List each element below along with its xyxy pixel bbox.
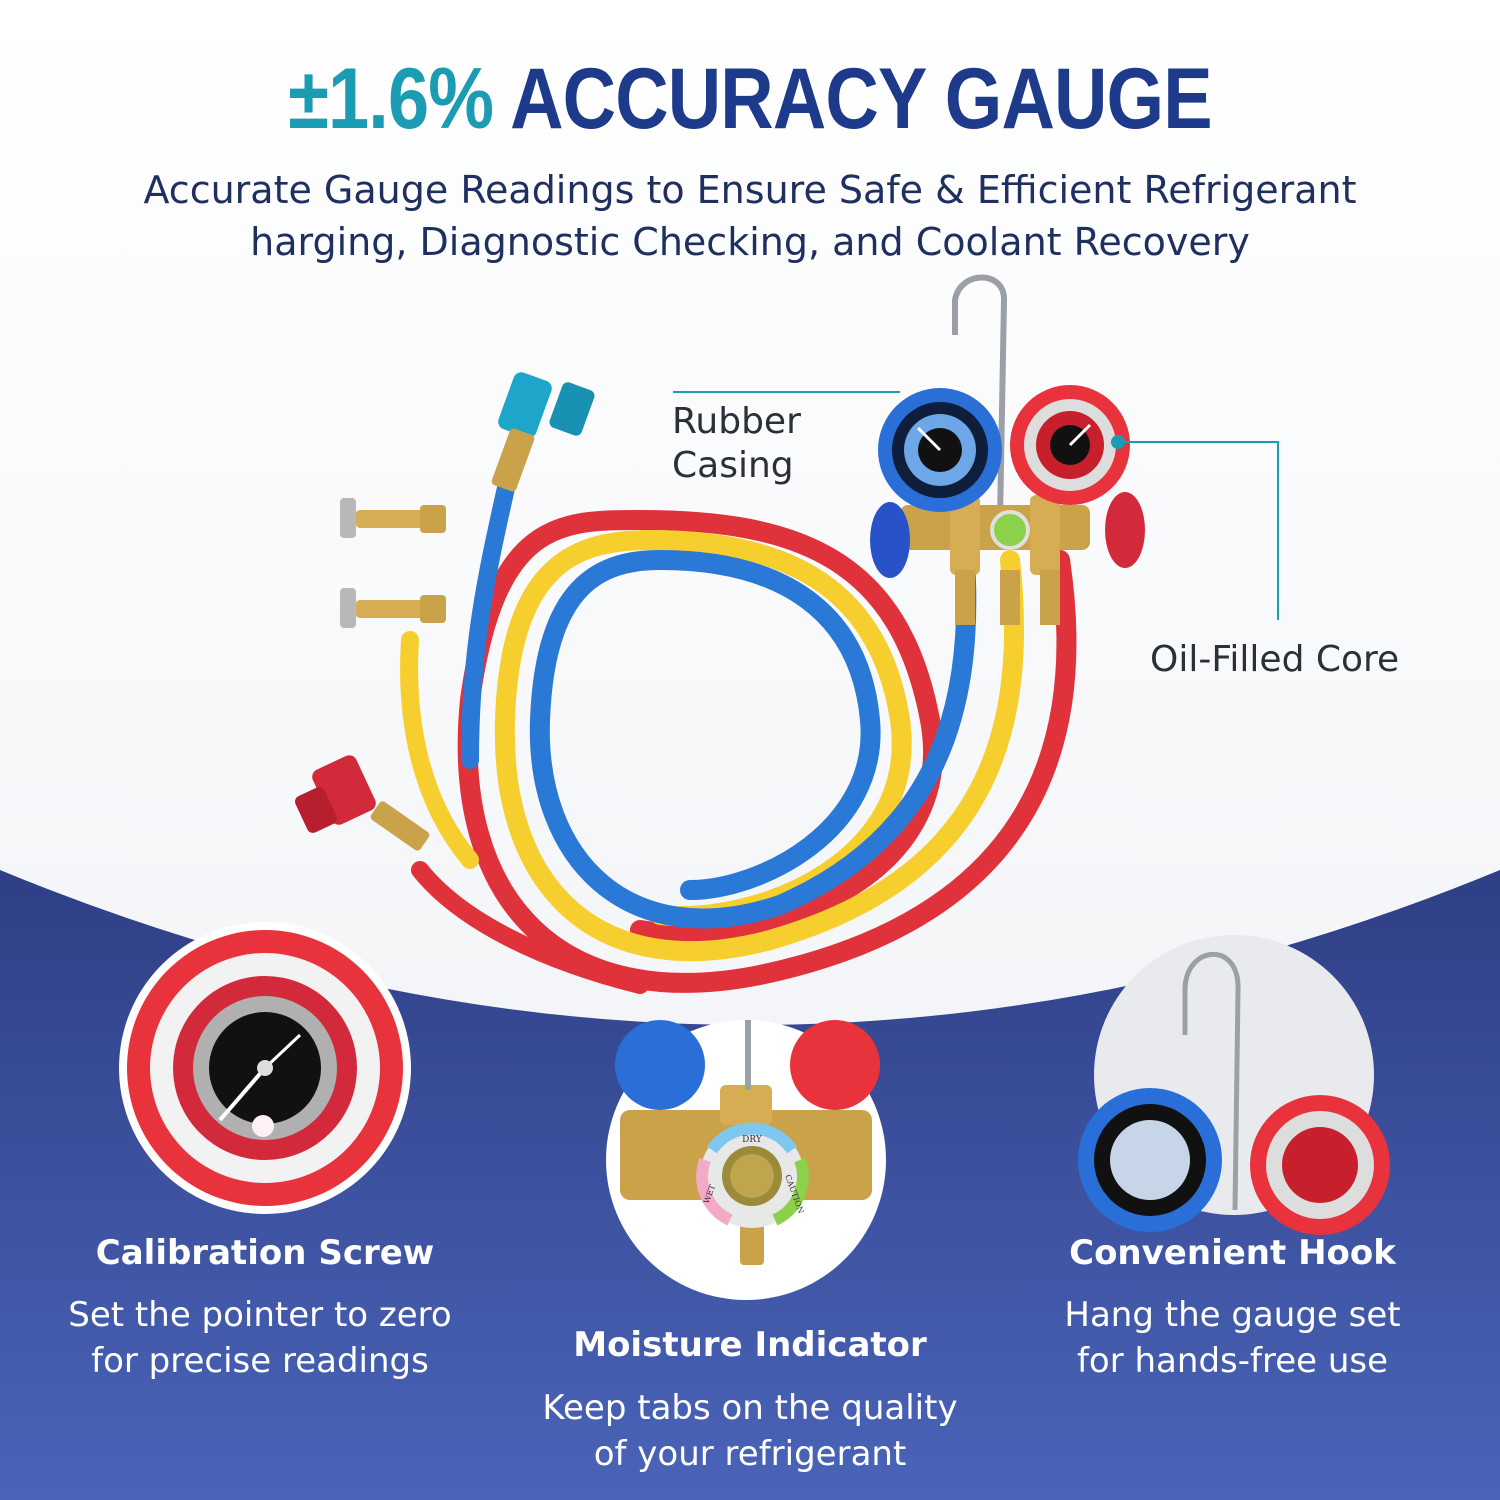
feature-desc-calibration-line-2: for precise readings (91, 1340, 429, 1381)
headline-main: ACCURACY GAUGE (510, 51, 1212, 147)
yellow-hose-to-tap (400, 631, 479, 869)
red-knob (1105, 492, 1145, 568)
blue-hose-to-coupler (461, 461, 519, 769)
feature-desc-moisture-line-1: Keep tabs on the quality (542, 1388, 958, 1428)
feature-desc-hook-line-2: for hands-free use (1076, 1340, 1389, 1381)
red-coupler (295, 755, 430, 851)
feature-title-calibration: Calibration Screw (95, 1233, 435, 1273)
feature-desc-calibration: Set the pointer to zero for precise read… (30, 1293, 490, 1385)
yellow-hose (494, 529, 1025, 962)
calibration-screw-image (119, 922, 411, 1214)
feature-title-hook: Convenient Hook (1069, 1233, 1396, 1273)
high-side-gauge (1010, 385, 1130, 505)
headline-accent: ±1.6% (288, 51, 494, 147)
blue-coupler (491, 372, 595, 492)
blue-hose (529, 549, 977, 929)
hoses (400, 461, 1077, 994)
low-side-gauge (878, 388, 1002, 512)
red-hose-to-coupler (411, 861, 649, 994)
feature-title-moisture: Moisture Indicator (573, 1325, 927, 1365)
indicator-dry-label: DRY (742, 1135, 763, 1145)
convenient-hook-image (1078, 935, 1390, 1235)
can-tap-valve-2 (340, 588, 446, 628)
rubber-casing-line-1: Rubber (672, 401, 801, 442)
feature-desc-hook-line-1: Hang the gauge set (1064, 1295, 1401, 1335)
feature-desc-calibration-line-1: Set the pointer to zero (68, 1295, 452, 1335)
feature-desc-moisture: Keep tabs on the quality of your refrige… (490, 1386, 1010, 1478)
hook (952, 274, 1008, 521)
subtitle-line-2: harging, Diagnostic Checking, and Coolan… (250, 220, 1250, 264)
callout-lines (673, 391, 1279, 620)
feature-desc-hook: Hang the gauge set for hands-free use (1000, 1293, 1465, 1385)
subtitle-line-1: Accurate Gauge Readings to Ensure Safe &… (143, 168, 1357, 212)
rubber-casing-line-2: Casing (672, 444, 794, 486)
feature-desc-moisture-line-2: of your refrigerant (593, 1433, 907, 1474)
blue-knob (870, 502, 910, 578)
rubber-casing-callout: Rubber Casing (672, 400, 801, 488)
can-tap-valve-1 (340, 498, 446, 538)
oil-filled-core-callout: Oil-Filled Core (1150, 639, 1400, 680)
headline: ±1.6% ACCURACY GAUGE (105, 50, 1395, 149)
moisture-indicator-image: DRY CAUTION WET (606, 1020, 886, 1300)
manifold-body (900, 495, 1090, 625)
